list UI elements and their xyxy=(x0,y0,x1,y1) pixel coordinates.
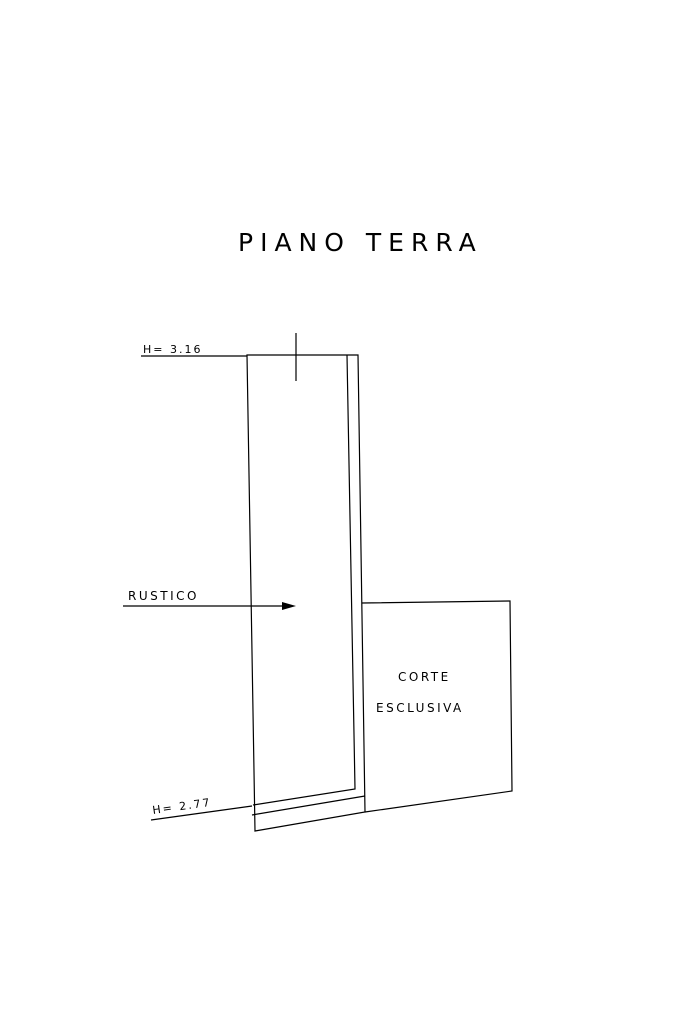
rustico-inner-wall xyxy=(252,354,356,806)
courtyard-label-line2: ESCLUSIVA xyxy=(376,701,464,715)
plan-title: PIANO TERRA xyxy=(238,228,483,257)
height-leader-bottom xyxy=(150,805,253,821)
rustico-outer-wall xyxy=(246,354,366,832)
courtyard-label-line1: CORTE xyxy=(398,670,451,684)
courtyard-outline xyxy=(361,600,513,813)
height-label-top: H= 3.16 xyxy=(143,343,202,356)
rustico-arrow-head-icon xyxy=(282,602,296,610)
room-label-rustico: RUSTICO xyxy=(128,589,199,603)
rustico-inner-wall-bottom xyxy=(251,795,366,816)
height-label-bottom: H= 2.77 xyxy=(152,796,213,817)
